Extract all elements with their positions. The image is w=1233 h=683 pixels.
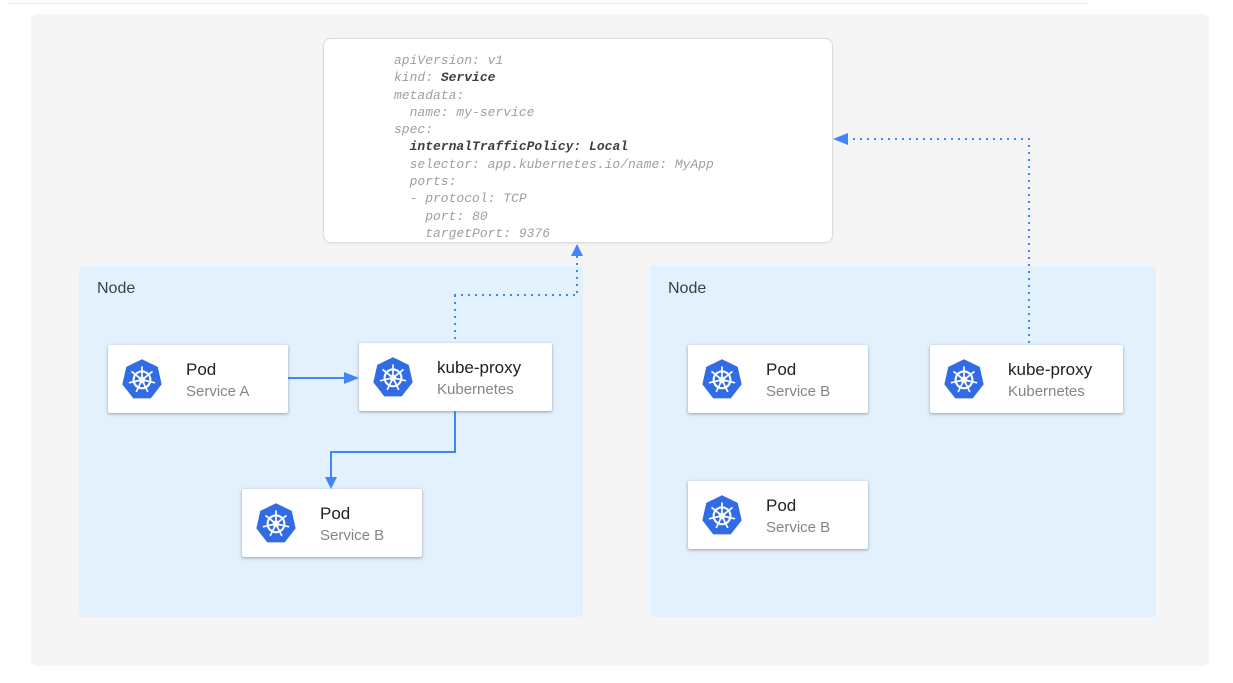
arrow-pod-a-to-kubeproxy-line [288, 377, 346, 379]
card-kube-proxy-left: kube-proxy Kubernetes [359, 343, 552, 411]
card-title: Pod [766, 360, 797, 379]
card-title: Pod [320, 504, 351, 523]
yaml-line: metadata: [394, 87, 465, 103]
yaml-line: selector: app.kubernetes.io/name: MyApp [394, 156, 714, 172]
kubernetes-icon [372, 356, 414, 398]
arrow-kubeproxy-to-pod-b-seg2 [330, 451, 456, 453]
yaml-line: name: my-service [394, 104, 535, 120]
card-title: kube-proxy [437, 358, 522, 377]
card-pod-service-a: Pod Service A [108, 345, 288, 413]
arrow-kubeproxy-to-pod-b-seg1 [454, 411, 456, 453]
card-pod-service-b-left: Pod Service B [242, 489, 422, 557]
arrow-kubeproxy-to-pod-b-seg3 [330, 451, 332, 478]
card-subtitle: Service B [766, 519, 831, 536]
yaml-line: internalTrafficPolicy: Local [409, 139, 629, 155]
yaml-line: kind: Service [394, 70, 496, 86]
top-divider [9, 3, 1087, 4]
card-kube-proxy-right: kube-proxy Kubernetes [930, 345, 1123, 413]
node-left: Node [79, 266, 583, 617]
dotted-right-kubeproxy-to-yaml-head [833, 133, 848, 145]
arrow-kubeproxy-to-pod-b-head [325, 477, 337, 489]
yaml-line: - protocol: TCP [394, 191, 527, 207]
node-label: Node [97, 280, 136, 297]
dotted-left-kubeproxy-to-yaml-seg1 [454, 295, 456, 344]
dotted-right-kubeproxy-to-yaml-seg2 [846, 138, 1029, 140]
node-right: Node [650, 266, 1156, 617]
yaml-line: targetPort: 9376 [394, 225, 551, 241]
card-subtitle: Service B [320, 527, 385, 544]
dotted-left-kubeproxy-to-yaml-seg3 [576, 256, 578, 296]
yaml-line: spec: [394, 122, 434, 138]
card-subtitle: Service A [186, 383, 250, 400]
arrow-pod-a-to-kubeproxy-head [344, 372, 359, 384]
card-subtitle: Kubernetes [1008, 383, 1085, 400]
kubernetes-icon [701, 494, 743, 536]
kubernetes-icon [255, 502, 297, 544]
yaml-line: port: 80 [394, 208, 488, 224]
card-title: kube-proxy [1008, 360, 1093, 379]
card-subtitle: Service B [766, 383, 831, 400]
node-label: Node [668, 280, 707, 297]
card-pod-service-b-right-bottom: Pod Service B [688, 481, 868, 549]
kubernetes-icon [943, 358, 985, 400]
dotted-left-kubeproxy-to-yaml-seg2 [454, 294, 577, 296]
card-title: Pod [766, 496, 797, 515]
card-title: Pod [186, 360, 217, 379]
kubernetes-icon [121, 358, 163, 400]
dotted-right-kubeproxy-to-yaml-seg1 [1028, 138, 1030, 344]
card-subtitle: Kubernetes [437, 381, 514, 398]
card-pod-service-b-right-top: Pod Service B [688, 345, 868, 413]
yaml-line: apiVersion: v1 [394, 53, 504, 68]
yaml-line: ports: [394, 174, 457, 190]
kubernetes-icon [701, 358, 743, 400]
dotted-left-kubeproxy-to-yaml-head [571, 244, 583, 256]
